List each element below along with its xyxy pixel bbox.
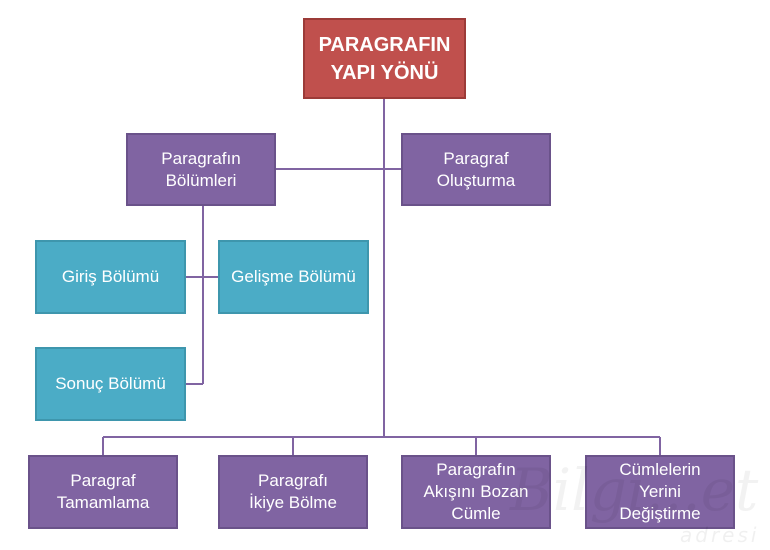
node-paragrafin-bolumleri: Paragrafın Bölümleri <box>126 133 276 206</box>
svg-text:Bilgi...et: Bilgi...et <box>509 456 759 524</box>
node-sonuc-bolumu-label: Sonuç Bölümü <box>55 374 166 393</box>
node-paragraf-olusturma-label: Paragraf Oluşturma <box>436 148 516 190</box>
node-giris-bolumu: Giriş Bölümü <box>35 240 186 314</box>
node-gelisme-bolumu: Gelişme Bölümü <box>218 240 369 314</box>
node-paragraf-olusturma: Paragraf Oluşturma <box>401 133 551 206</box>
node-cumlelerin-yerini-degistirme-label: Cümlelerin Yerini Değiştirme <box>619 460 701 523</box>
node-gelisme-bolumu-label: Gelişme Bölümü <box>231 267 356 286</box>
node-paragrafin-bolumleri-label: Paragrafın Bölümleri <box>161 148 241 190</box>
svg-text:adresi: adresi <box>680 523 759 547</box>
node-akisi-bozan-cumle-label: Paragrafın Akışını Bozan Cümle <box>423 460 529 523</box>
node-akisi-bozan-cumle: Paragrafın Akışını Bozan Cümle <box>401 455 551 529</box>
root-label: PARAGRAFIN YAPI YÖNÜ <box>318 33 451 84</box>
node-paragraf-tamamlama: Paragraf Tamamlama <box>28 455 178 529</box>
node-paragrafi-ikiye-bolme: Paragrafı İkiye Bölme <box>218 455 368 529</box>
root-node: PARAGRAFIN YAPI YÖNÜ <box>303 18 466 99</box>
watermark-logo: Bilgi...et adresi <box>509 456 759 547</box>
node-paragrafi-ikiye-bolme-label: Paragrafı İkiye Bölme <box>249 471 337 512</box>
node-giris-bolumu-label: Giriş Bölümü <box>61 267 160 286</box>
node-cumlelerin-yerini-degistirme: Cümlelerin Yerini Değiştirme <box>585 455 735 529</box>
node-sonuc-bolumu: Sonuç Bölümü <box>35 347 186 421</box>
node-paragraf-tamamlama-label: Paragraf Tamamlama <box>56 471 150 512</box>
